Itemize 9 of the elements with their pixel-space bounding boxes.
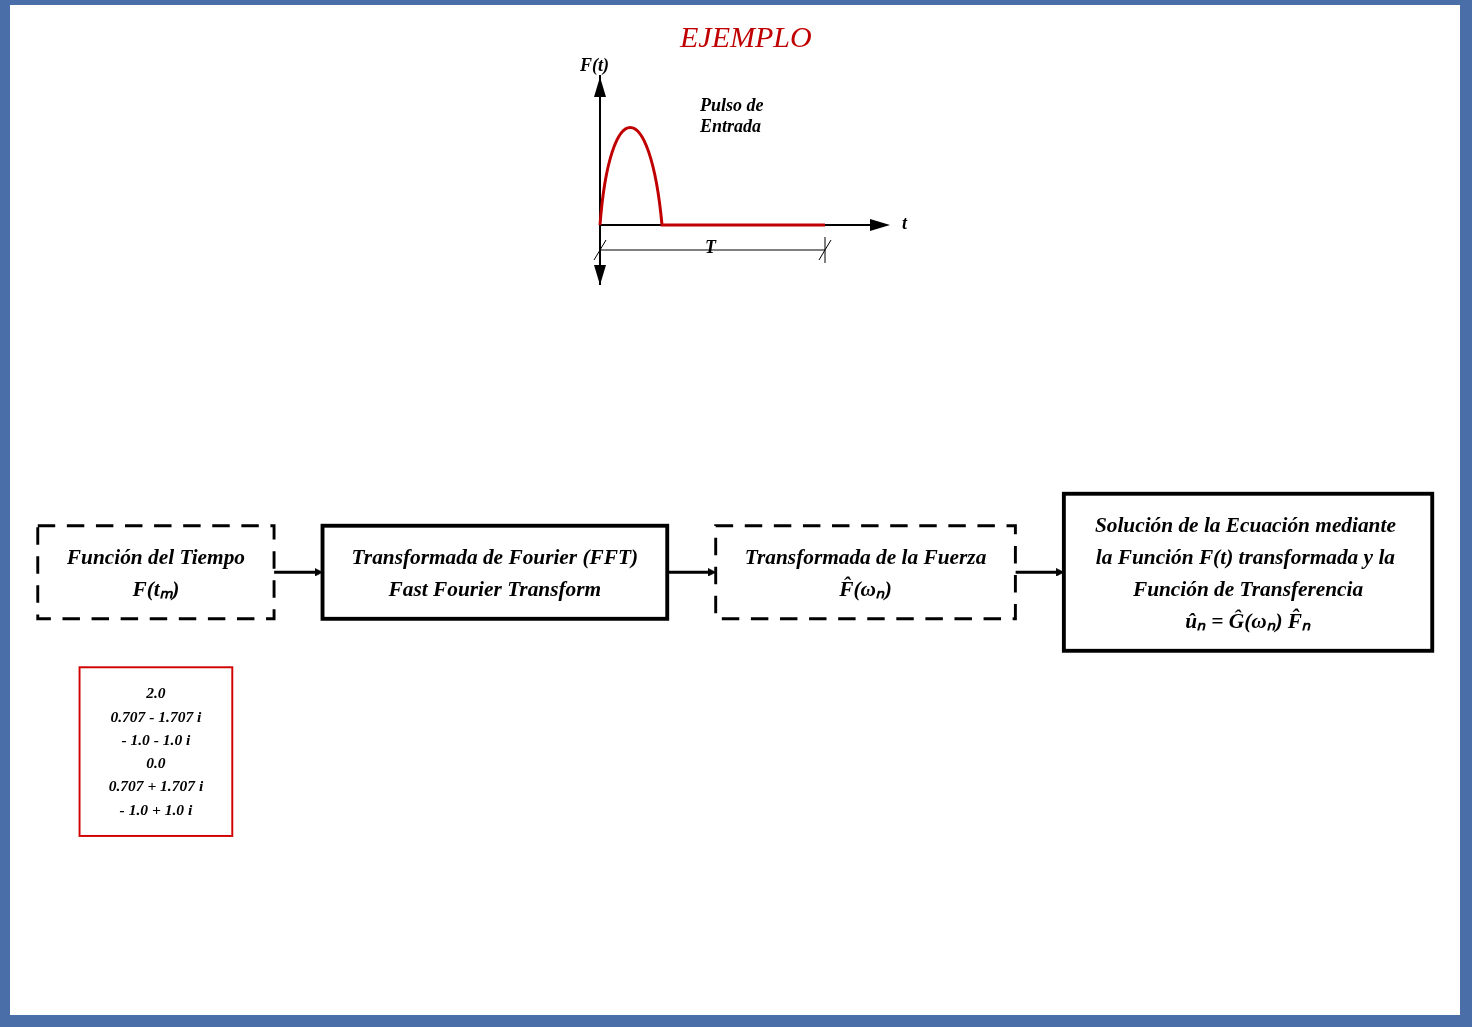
node-box: Transformada de Fourier (FFT) Fast Fourier Transform [320,523,670,621]
dimension-label: T [705,237,716,258]
node-box: 2.0 0.707 - 1.707 i - 1.0 - 1.0 i 0.0 0.707 + 1.707 i - 1.0 + 1.0 i [78,666,234,838]
axis-label: t [902,213,907,234]
node-box: Función del Tiempo F(tₘ) [36,524,276,621]
axis-label: F(t) [580,55,609,76]
example-heading: EJEMPLO [680,20,812,54]
node-box: Transformada de la Fuerza F̂(ωₙ) [714,524,1017,621]
node-box: Solución de la Ecuación mediante la Función F(t) transformada y la Función de Transferencia ûₙ = Ĝ(ωₙ) F̂ₙ [1061,491,1435,653]
